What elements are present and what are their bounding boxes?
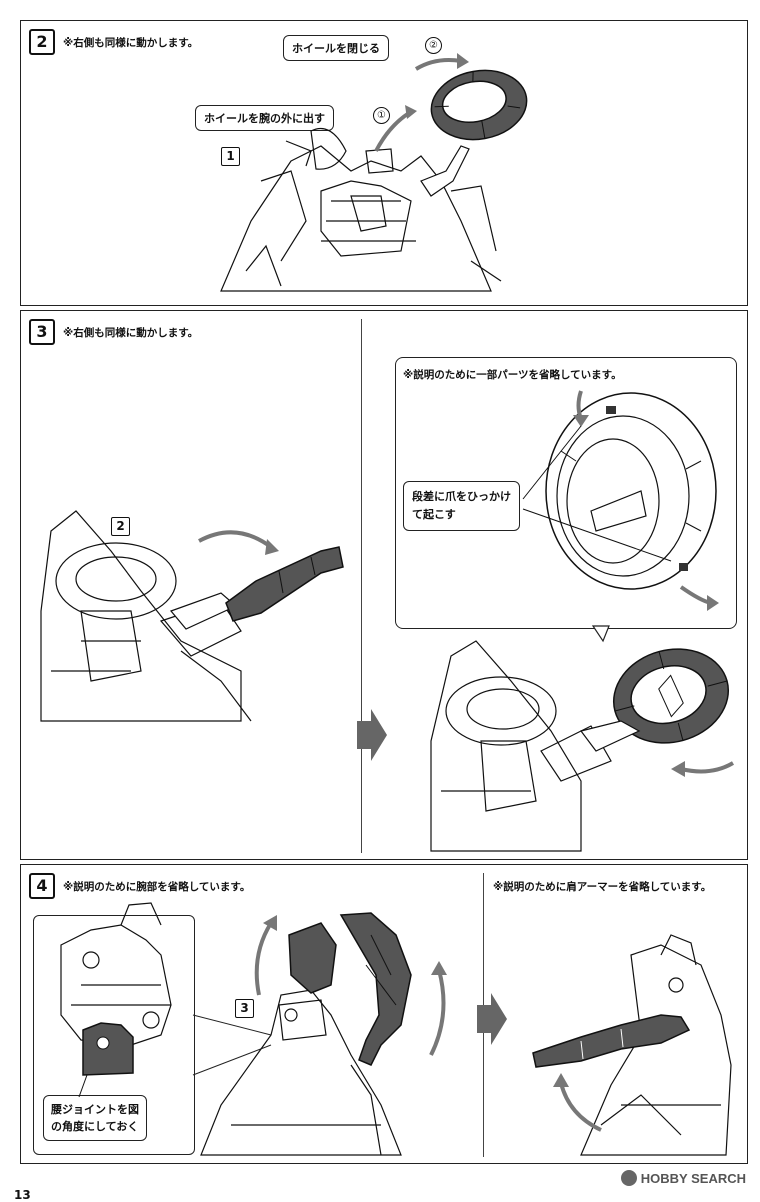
figure-label-3: 3 [235,999,254,1018]
detail-callout-line2: て起こす [412,508,456,521]
watermark: HOBBY SEARCH [620,1170,746,1186]
step-4-right-note: ※説明のために肩アーマーを省略しています。 [493,881,712,893]
detail-callout: 段差に爪をひっかけ て起こす [403,481,520,531]
order-1-marker: ① [373,107,390,124]
robot-illustration-step2 [220,53,528,292]
hobbysearch-logo-icon [620,1170,637,1186]
inset-callout-line1: 腰ジョイントを図 [51,1103,139,1116]
callout-wheel-out: ホイールを腕の外に出す [195,105,334,131]
detail-note: ※説明のために一部パーツを省略しています。 [403,369,622,381]
order-2-marker: ② [425,37,442,54]
step-4-note: ※説明のために腕部を省略しています。 [63,881,251,893]
step-3-panel: 3 ※右側も同様に動かします。 2 ※説明のために一部パーツを省略しています。 … [20,310,748,860]
step-4-panel: 4 ※説明のために腕部を省略しています。 ※説明のために肩アーマーを省略していま… [20,864,748,1164]
callout-close-wheel: ホイールを閉じる [283,35,389,61]
step3-illustrations [40,390,735,852]
figure-label-1: 1 [221,147,240,166]
step4-illustrations [60,902,732,1156]
step-2-note: ※右側も同様に動かします。 [63,37,199,49]
step-3-note: ※右側も同様に動かします。 [63,327,199,339]
step-3-number: 3 [29,319,55,345]
step-2-panel: 2 ※右側も同様に動かします。 ホイールを閉じる ② ホイールを腕の外に出す ①… [20,20,748,306]
inset-callout: 腰ジョイントを図 の角度にしておく [43,1095,147,1141]
inset-callout-line2: の角度にしておく [51,1120,139,1133]
page-number: 13 [14,1188,31,1202]
step-4-number: 4 [29,873,55,899]
step-3-divider [361,319,362,853]
detail-callout-line1: 段差に爪をひっかけ [412,490,511,503]
watermark-text: HOBBY SEARCH [640,1171,746,1186]
figure-label-2: 2 [111,517,130,536]
step-2-number: 2 [29,29,55,55]
